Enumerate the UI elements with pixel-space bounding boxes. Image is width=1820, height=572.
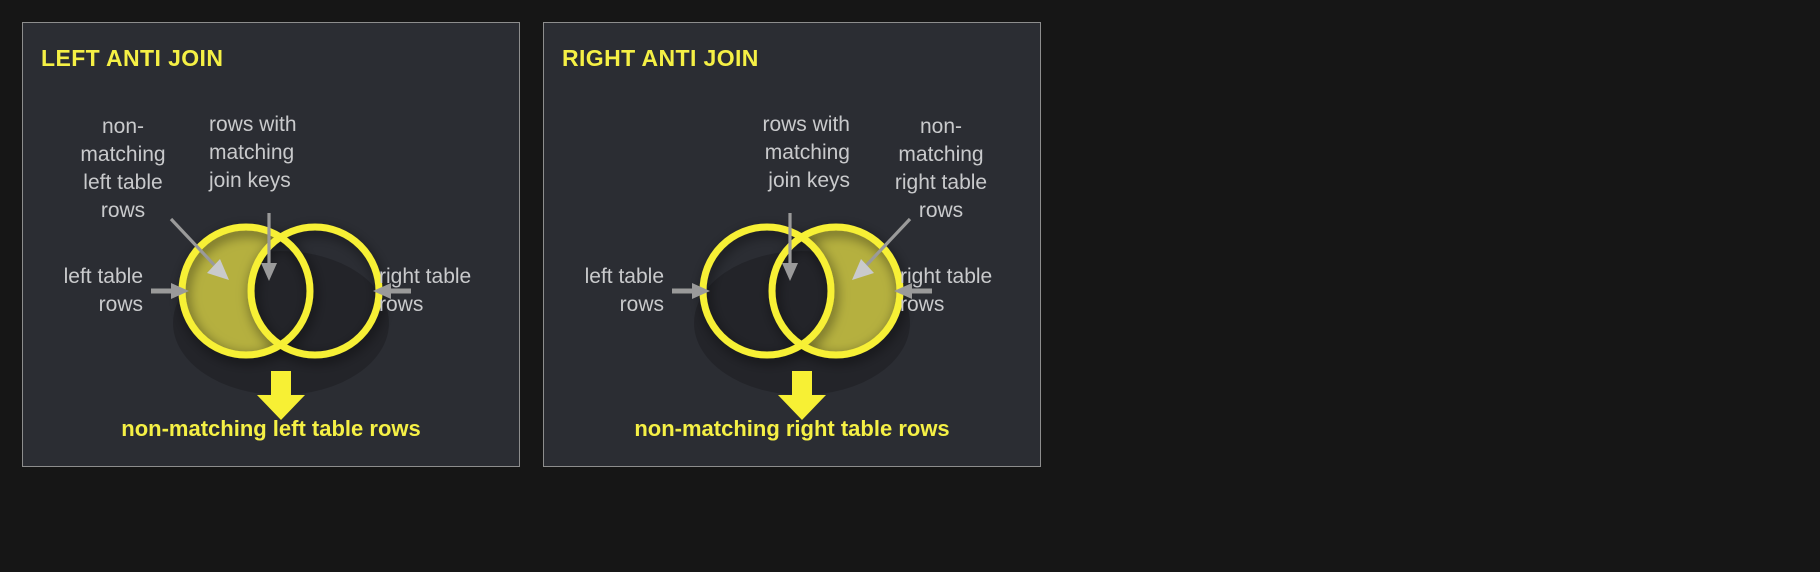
venn-fill-right-only [772,227,900,355]
label-non-matching-right-rows: non- matching right table rows [894,115,988,222]
venn-circle-right [768,223,904,359]
panel-caption: non-matching left table rows [121,416,421,441]
venn-diagram [544,23,1040,466]
annotation-arrow-left-table [672,283,710,299]
annotation-arrow-matching [782,213,798,281]
panel-title: RIGHT ANTI JOIN [562,45,759,71]
venn-diagram [23,23,519,466]
venn-circle-left [699,223,835,359]
annotation-arrow-matching [261,213,277,281]
label-matching-join-keys: rows with matching join keys [762,113,850,192]
result-arrow-down [257,371,305,420]
annotation-arrow-non-matching [169,217,229,280]
venn-circle-left [178,223,314,359]
label-left-table-rows: left table rows [63,265,143,316]
panel-title: LEFT ANTI JOIN [41,45,224,71]
venn-circle-right [247,223,383,359]
annotation-arrow-left-table [151,283,189,299]
label-matching-join-keys: rows with matching join keys [209,113,297,192]
panel-caption: non-matching right table rows [634,416,950,441]
label-left-table-rows: left table rows [584,265,664,316]
venn-fill-left-only [182,227,310,355]
label-right-table-rows: right table rows [900,265,993,316]
label-right-table-rows: right table rows [379,265,472,316]
panel-right-anti-join: RIGHT ANTI JOIN [543,22,1041,467]
result-arrow-down [778,371,826,420]
label-non-matching-left-rows: non- matching left table rows [80,115,166,222]
panel-left-anti-join: LEFT ANTI JOIN [22,22,520,467]
